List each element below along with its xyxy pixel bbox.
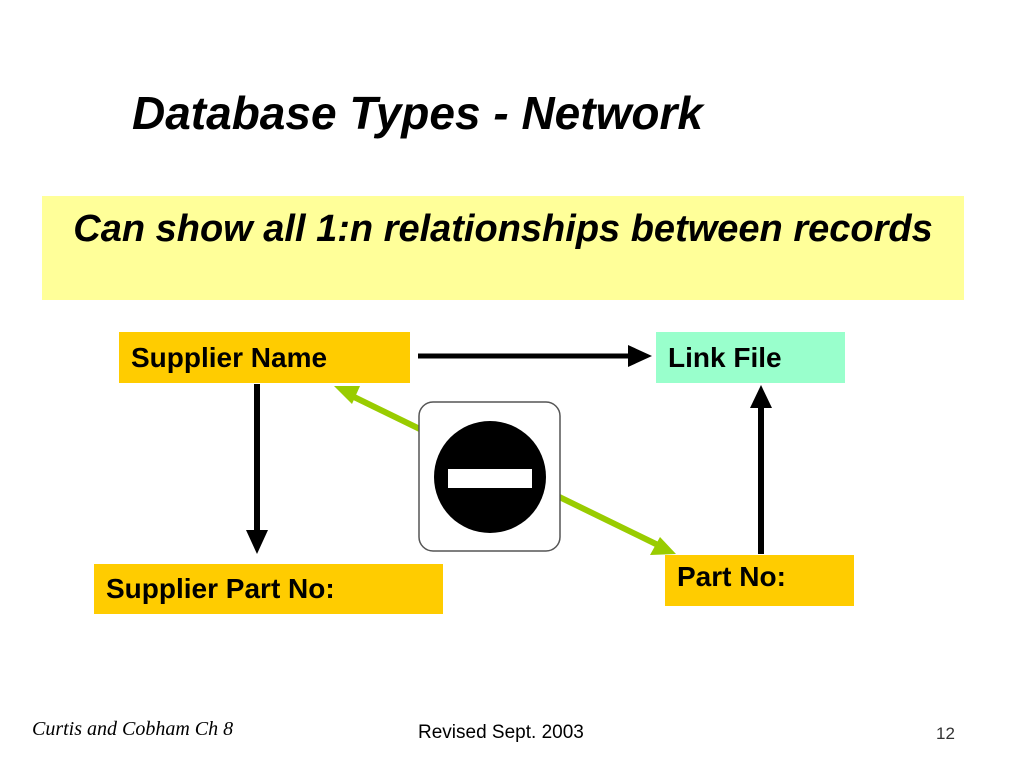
arrowhead-link-file-up [750, 385, 772, 408]
green-arrowhead-supplier-name [334, 386, 360, 404]
subtitle-text: Can show all 1:n relationships between r… [73, 208, 933, 250]
node-part-no-label: Part No: [677, 561, 786, 592]
arrowhead-supplier-part-no [246, 530, 268, 554]
green-arrowhead-part-no [650, 537, 676, 555]
node-supplier-part-no: Supplier Part No: [94, 564, 443, 614]
subtitle-banner: Can show all 1:n relationships between r… [42, 196, 964, 300]
node-link-file-label: Link File [668, 341, 782, 373]
no-entry-sign-icon [418, 401, 561, 552]
page-number: 12 [936, 724, 955, 743]
node-supplier-part-no-label: Supplier Part No: [106, 573, 335, 604]
arrowhead-link-file [628, 345, 652, 367]
node-part-no: Part No: [665, 555, 854, 606]
node-supplier-name-label: Supplier Name [131, 341, 328, 373]
footer-revised: Revised Sept. 2003 [418, 722, 584, 743]
node-link-file: Link File [656, 332, 845, 383]
node-supplier-name: Supplier Name [119, 332, 410, 383]
slide-title: Database Types - Network [132, 87, 703, 139]
footer-source: Curtis and Cobham Ch 8 [32, 718, 234, 740]
